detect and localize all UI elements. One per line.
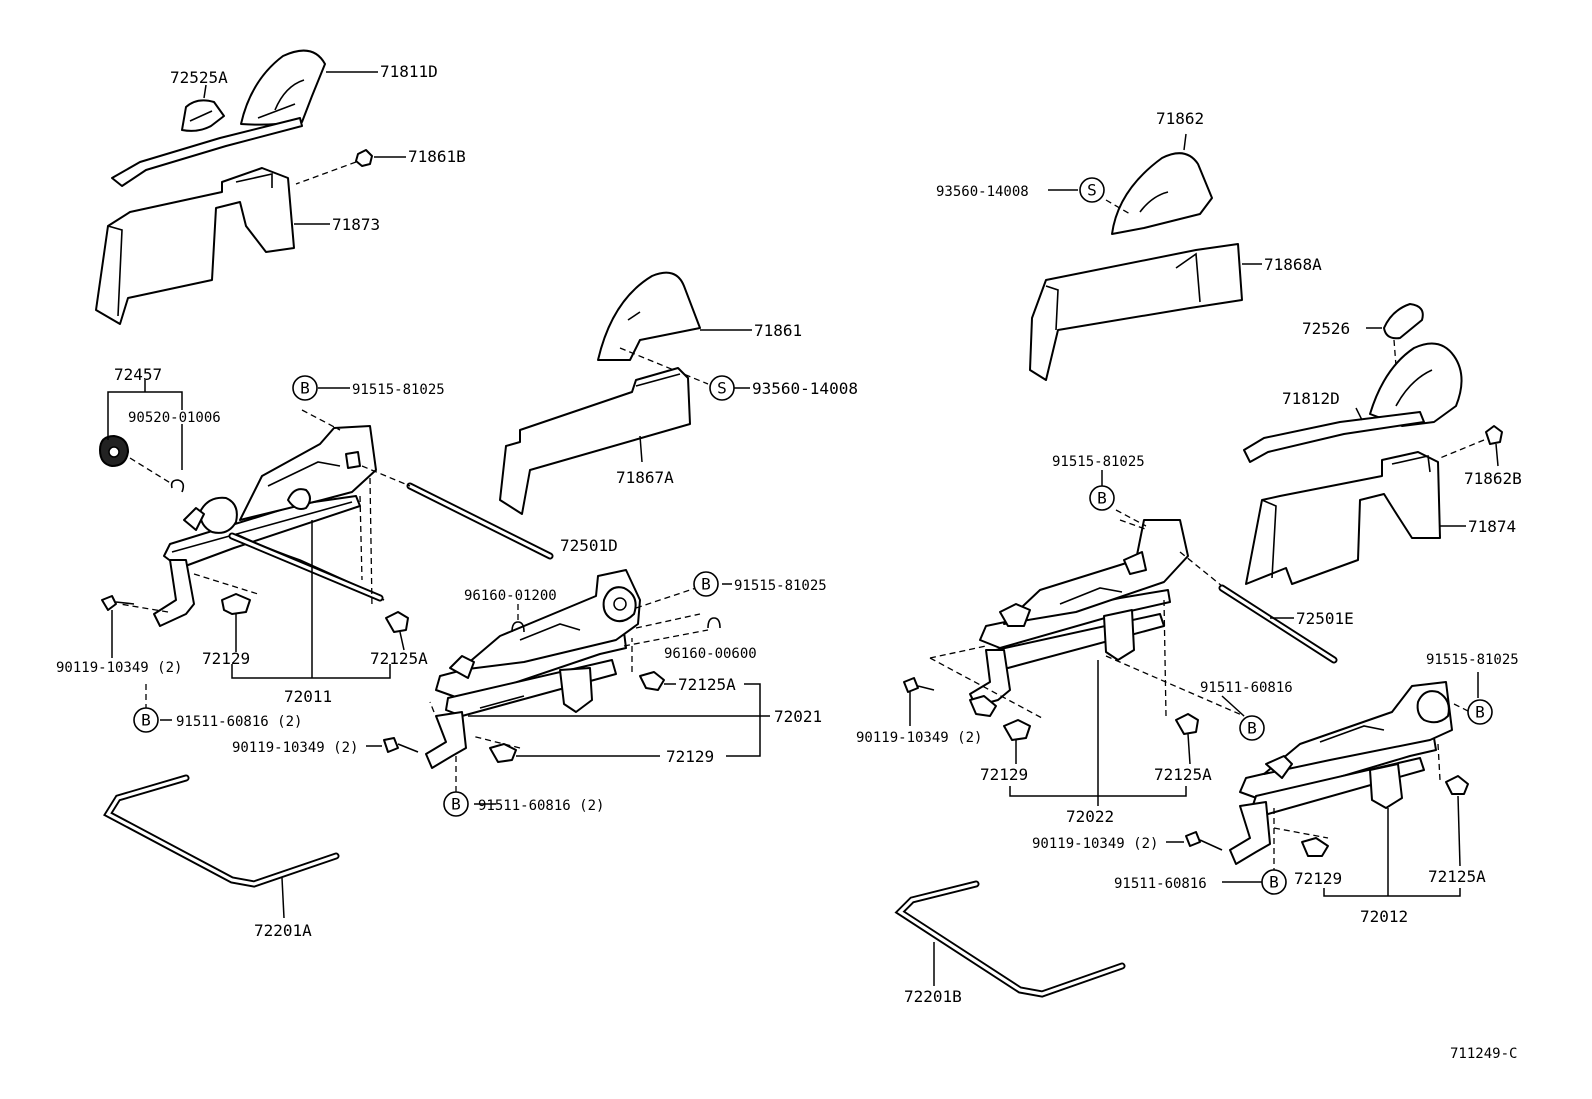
part-72125a-nut-center [639, 671, 665, 691]
marker-b-91515-right1: B [1089, 485, 1115, 511]
label-91511-right1: 91511-60816 [1200, 680, 1293, 696]
part-72129-nut-center [489, 743, 517, 763]
label-72457: 72457 [114, 365, 162, 384]
label-96160-01200: 96160-01200 [464, 588, 557, 604]
marker-b-91511-right1: B [1239, 715, 1265, 741]
part-72129-nut-left [221, 593, 251, 615]
marker-s-93560-right: S [1079, 177, 1105, 203]
label-72125a-right1: 72125A [1154, 765, 1212, 784]
marker-b-91515-left1: B [292, 375, 318, 401]
label-72129-right1: 72129 [980, 765, 1028, 784]
label-71862: 71862 [1156, 109, 1204, 128]
label-91511-left1: 91511-60816 (2) [176, 714, 302, 730]
part-72125a-nut-right1 [1175, 713, 1199, 735]
svg-text:B: B [141, 711, 151, 730]
label-91511-left2: 91511-60816 (2) [478, 798, 604, 814]
svg-text:S: S [1087, 181, 1097, 200]
label-90119-left1: 90119-10349 (2) [56, 660, 182, 676]
label-71862b: 71862B [1464, 469, 1522, 488]
svg-text:B: B [1475, 703, 1485, 722]
marker-s-93560-left: S [709, 375, 735, 401]
label-91511-right2: 91511-60816 [1114, 876, 1207, 892]
label-72011: 72011 [284, 687, 332, 706]
part-72125a-nut-left [385, 611, 409, 633]
label-72022: 72022 [1066, 807, 1114, 826]
part-71811d-lever [111, 117, 303, 187]
label-72501e: 72501E [1296, 609, 1354, 628]
part-90119-bolt-center [383, 737, 399, 753]
label-72501d: 72501D [560, 536, 618, 555]
part-72125a-nut-right2 [1445, 775, 1469, 795]
label-71861: 71861 [754, 321, 802, 340]
label-71867a: 71867A [616, 468, 674, 487]
svg-text:B: B [1247, 719, 1257, 738]
label-71874: 71874 [1468, 517, 1516, 536]
part-71867a-cover [499, 367, 691, 515]
svg-text:B: B [701, 575, 711, 594]
part-71868a-cover [1029, 243, 1243, 381]
part-72129-nut-right2 [1301, 837, 1329, 857]
label-93560-left: 93560-14008 [752, 379, 858, 398]
part-72526-knob [1383, 303, 1424, 340]
marker-b-91511-left2: B [443, 791, 469, 817]
figure-code: 711249-C [1450, 1046, 1517, 1062]
part-71812d-recliner-cover [1369, 342, 1463, 427]
part-71874-side-cover [1245, 451, 1441, 585]
label-90119-right1: 90119-10349 (2) [856, 730, 982, 746]
part-71861-cover [597, 271, 701, 361]
part-71811d-recliner-cover [240, 49, 326, 126]
label-72125a-right2: 72125A [1428, 867, 1486, 886]
label-93560-right: 93560-14008 [936, 184, 1029, 200]
label-91515-left2: 91515-81025 [734, 578, 827, 594]
label-71861b: 71861B [408, 147, 466, 166]
marker-b-91511-left1: B [133, 707, 159, 733]
label-90119-left2: 90119-10349 (2) [232, 740, 358, 756]
part-72129-nut-right1 [1003, 719, 1031, 741]
part-71873-side-cover [95, 167, 295, 325]
svg-text:B: B [1269, 873, 1279, 892]
label-91515-right2: 91515-81025 [1426, 652, 1519, 668]
label-72526: 72526 [1302, 319, 1350, 338]
label-72129-left1: 72129 [202, 649, 250, 668]
label-96160-00600: 96160-00600 [664, 646, 757, 662]
marker-b-91515-right2: B [1467, 699, 1493, 725]
label-72021: 72021 [774, 707, 822, 726]
part-90119-bolt-right2 [1185, 831, 1201, 847]
label-71812d: 71812D [1282, 389, 1340, 408]
marker-b-91515-left2: B [693, 571, 719, 597]
part-71861b-clip [355, 149, 373, 167]
svg-text:B: B [451, 795, 461, 814]
svg-text:B: B [1097, 489, 1107, 508]
svg-text:S: S [717, 379, 727, 398]
label-72125a-left1: 72125A [370, 649, 428, 668]
part-90119-bolt-right1 [903, 677, 919, 693]
label-91515-left1: 91515-81025 [352, 382, 445, 398]
label-71868a: 71868A [1264, 255, 1322, 274]
label-72525a: 72525A [170, 68, 228, 87]
label-72129-left2: 72129 [666, 747, 714, 766]
part-72011-recliner-mechanism [199, 496, 238, 534]
label-72125a-left2: 72125A [678, 675, 736, 694]
svg-text:B: B [300, 379, 310, 398]
part-71862b-clip [1485, 425, 1503, 445]
label-72012: 72012 [1360, 907, 1408, 926]
label-72129-right2: 72129 [1294, 869, 1342, 888]
label-72201b: 72201B [904, 987, 962, 1006]
label-71811d: 71811D [380, 62, 438, 81]
label-90119-right2: 90119-10349 (2) [1032, 836, 1158, 852]
label-71873: 71873 [332, 215, 380, 234]
part-71812d-lever [1243, 411, 1425, 463]
part-90119-bolt-left [101, 595, 117, 611]
marker-b-91511-right2: B [1261, 869, 1287, 895]
label-72201a: 72201A [254, 921, 312, 940]
label-90520: 90520-01006 [128, 410, 221, 426]
label-91515-right1: 91515-81025 [1052, 454, 1145, 470]
